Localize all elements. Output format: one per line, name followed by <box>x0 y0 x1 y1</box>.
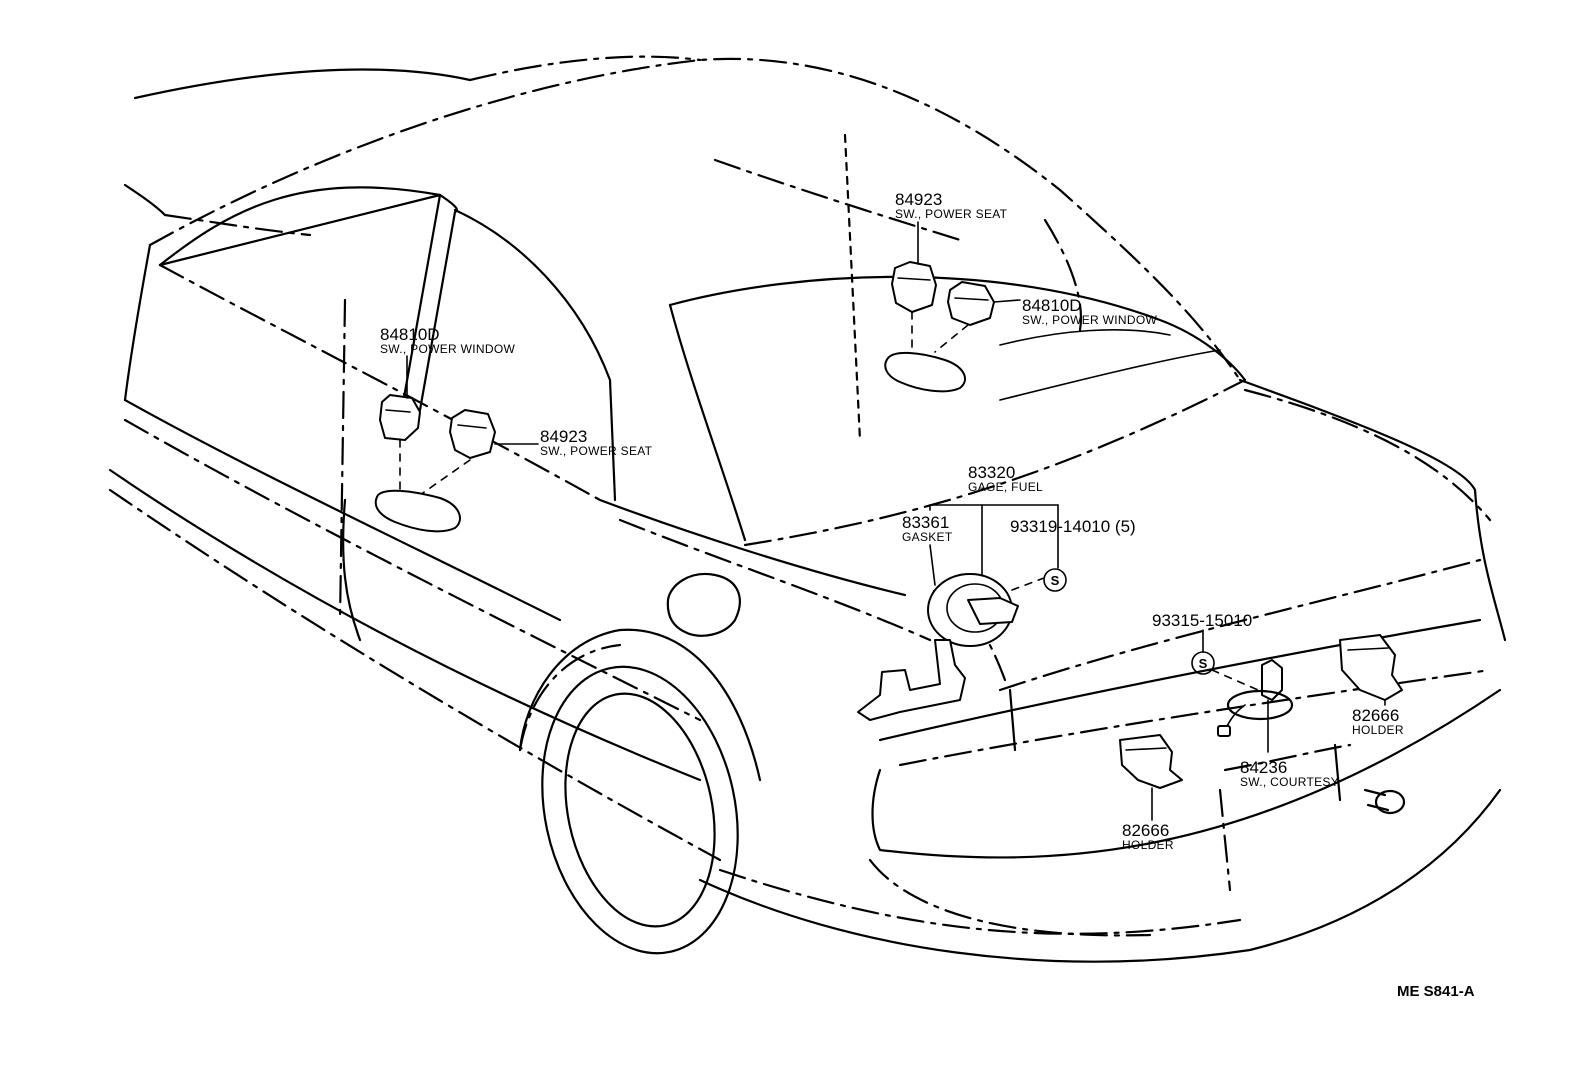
part-number: 82666 <box>1352 706 1400 725</box>
callout-rear-seat-switch: 84923 SW., POWER SEAT <box>540 428 652 457</box>
part-description: HOLDER <box>1122 838 1174 852</box>
holder-left-part <box>1119 734 1183 789</box>
callout-holder-left: 82666 HOLDER <box>1122 822 1174 851</box>
callout-gasket: 83361 GASKET <box>902 514 952 543</box>
car-body-outline <box>108 55 1507 963</box>
part-description: SW., POWER SEAT <box>540 444 653 458</box>
part-number: 84236 <box>1240 758 1288 777</box>
part-number: 93319-14010 (5) <box>1010 517 1136 536</box>
part-description: HOLDER <box>1352 723 1404 737</box>
part-number: 84923 <box>540 427 588 446</box>
courtesy-switch-part <box>1217 659 1294 737</box>
front-power-seat-switch-part <box>891 261 937 313</box>
part-number: 93315-15010 <box>1152 611 1253 630</box>
rear-power-seat-switch-part <box>449 409 496 459</box>
part-description: GASKET <box>902 530 953 544</box>
part-number: 82666 <box>1122 821 1170 840</box>
callout-front-window-switch: 84810D SW., POWER WINDOW <box>1022 297 1157 326</box>
part-description: SW., POWER SEAT <box>895 207 1008 221</box>
part-description: SW., POWER WINDOW <box>1022 313 1158 327</box>
fuel-gage-part <box>857 573 1019 721</box>
callout-courtesy-screw: 93315-15010 <box>1152 612 1252 629</box>
part-description: SW., POWER WINDOW <box>380 342 516 356</box>
screw-s-label: S <box>1199 656 1208 671</box>
diagram-code: ME S841-A <box>1397 983 1475 1000</box>
callout-holder-right: 82666 HOLDER <box>1352 707 1404 736</box>
callout-fuel-gage: 83320 GAGE, FUEL <box>968 464 1043 493</box>
callout-gage-screw: 93319-14010 (5) <box>1010 518 1136 535</box>
gage-screw-mark: S <box>1043 568 1067 592</box>
part-number: 84810D <box>1022 296 1082 315</box>
leader-lines <box>406 221 1386 821</box>
screw-s-label: S <box>1051 573 1060 588</box>
part-number: 84923 <box>895 190 943 209</box>
callout-front-seat-switch: 84923 SW., POWER SEAT <box>895 191 1007 220</box>
rear-power-window-switch-part <box>379 394 421 441</box>
holder-right-part <box>1339 634 1403 701</box>
courtesy-screw-mark: S <box>1191 651 1215 675</box>
part-description: GAGE, FUEL <box>968 480 1044 494</box>
part-number: 83361 <box>902 513 950 532</box>
part-number: 83320 <box>968 463 1016 482</box>
front-power-window-switch-part <box>947 281 995 326</box>
part-number: 84810D <box>380 325 440 344</box>
part-description: SW., COURTESY <box>1240 775 1340 789</box>
callout-rear-window-switch: 84810D SW., POWER WINDOW <box>380 326 515 355</box>
callout-courtesy-switch: 84236 SW., COURTESY <box>1240 759 1339 788</box>
